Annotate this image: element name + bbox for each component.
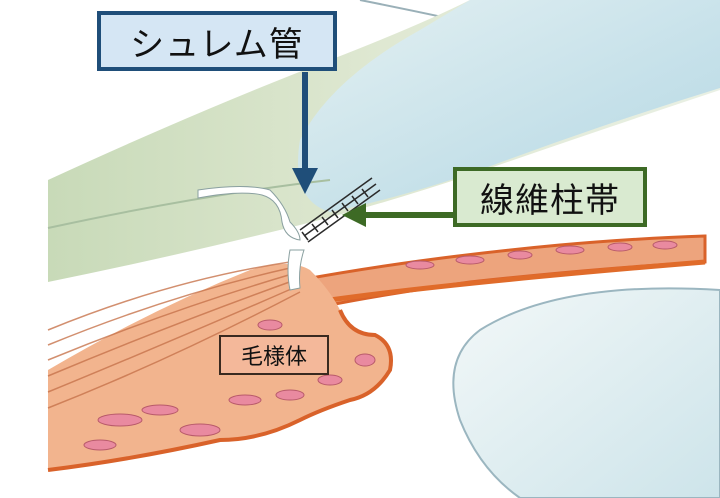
ciliary-islands bbox=[83, 319, 376, 451]
cornea-body bbox=[298, 0, 720, 212]
muscle-fibers bbox=[47, 261, 301, 409]
iris-back bbox=[329, 259, 706, 303]
schlemm-canal-label: シュレム管 bbox=[97, 11, 337, 71]
trabecular-meshwork bbox=[299, 177, 381, 243]
iris-islands bbox=[405, 240, 678, 270]
arrow-schlemm bbox=[292, 72, 318, 194]
angle-recess bbox=[287, 249, 305, 291]
trabecular-meshwork-label: 線維柱帯 bbox=[453, 167, 647, 227]
ciliary-body-label: 毛様体 bbox=[219, 335, 329, 375]
ciliary-outline bbox=[47, 309, 393, 472]
lens bbox=[452, 287, 720, 498]
cornea-inner-edge bbox=[47, 179, 331, 229]
schlemm-canal bbox=[197, 186, 301, 241]
arrow-zonule bbox=[342, 203, 453, 227]
